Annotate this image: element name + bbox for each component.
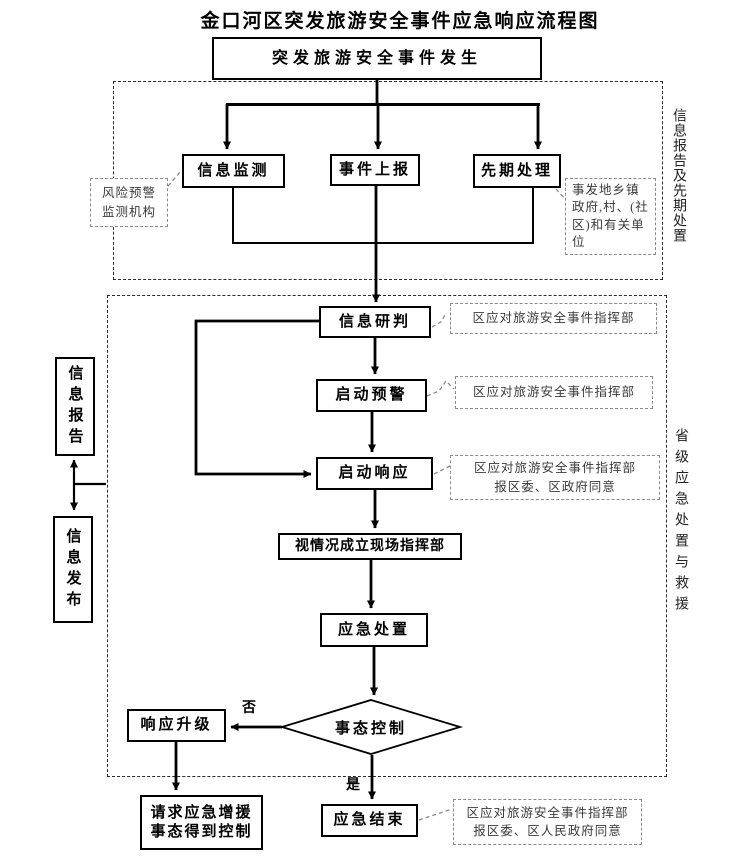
callout-hq-response-line2: 报区委、区政府同意 [494,479,616,494]
callout-risk-monitoring: 风险预警 监测机构 [90,178,168,227]
callout-local-government: 事发地乡镇 政府,村、(社 区)和有关单 位 [565,178,656,255]
callout-risk-monitoring-line1: 风险预警 [101,186,156,201]
callout-local-government-line3: 区)和有关单 [572,217,645,232]
branch-no-label: 否 [242,701,256,716]
node-info-report: 信息报告 [55,357,95,456]
node-initial-handling: 先期处理 [473,154,561,188]
callout-hq-response: 区应对旅游安全事件指挥部 报区委、区政府同意 [450,455,660,500]
node-activate-warning: 启动预警 [316,379,427,412]
callout-local-government-line1: 事发地乡镇 [572,182,640,197]
node-activate-response: 启动响应 [316,457,433,490]
node-info-monitoring: 信息监测 [182,154,285,188]
node-response-escalation: 响应升级 [127,709,226,742]
callout-risk-monitoring-line2: 监测机构 [101,204,156,219]
callout-hq-warning-label: 区应对旅游安全事件指挥部 [472,385,635,400]
phase1-label: 信息报告及先期处置 [671,108,686,243]
callout-local-government-line2: 政府,村、(社 [572,200,649,214]
node-emergency-disposal: 应急处置 [320,613,428,647]
callout-hq-info-analysis-label: 区应对旅游安全事件指挥部 [472,311,635,326]
callout-hq-info-analysis: 区应对旅游安全事件指挥部 [450,303,657,334]
node-emergency-end-label: 应急结束 [333,812,406,829]
node-emergency-end: 应急结束 [321,804,418,837]
node-onsite-command-label: 视情况成立现场指挥部 [295,538,445,554]
node-situation-control: 事态控制 [334,720,407,737]
node-incident-reporting-label: 事件上报 [338,161,411,178]
callout-hq-end: 区应对旅游安全事件指挥部 报区委、区人民政府同意 [453,799,642,845]
node-request-reinforcement-line1: 请求应急增援 [150,804,253,821]
node-start: 突发旅游安全事件发生 [212,37,542,80]
node-info-release: 信息发布 [53,516,93,623]
node-info-monitoring-label: 信息监测 [197,162,270,179]
node-incident-reporting: 事件上报 [330,154,420,186]
callout-hq-warning: 区应对旅游安全事件指挥部 [455,376,653,409]
node-request-reinforcement-line2: 事态得到控制 [150,823,253,840]
callout-hq-end-line1: 区应对旅游安全事件指挥部 [466,805,629,820]
page-title: 金口河区突发旅游安全事件应急响应流程图 [200,11,600,32]
node-response-escalation-label: 响应升级 [140,717,213,734]
node-onsite-command: 视情况成立现场指挥部 [278,533,462,560]
node-activate-response-label: 启动响应 [338,465,411,482]
node-emergency-disposal-label: 应急处置 [337,621,410,638]
node-info-analysis: 信息研判 [319,306,431,338]
callout-hq-response-line1: 区应对旅游安全事件指挥部 [473,461,636,476]
callout-local-government-line4: 位 [572,235,586,249]
section-phase2-border [107,295,667,777]
node-info-analysis-label: 信息研判 [338,313,411,330]
node-initial-handling-label: 先期处理 [480,162,553,179]
callout-hq-end-line2: 报区委、区人民政府同意 [473,824,622,838]
node-start-label: 突发旅游安全事件发生 [271,49,482,67]
phase2-label: 省级应急处置与救援 [673,428,688,617]
branch-yes-label: 是 [346,778,360,793]
node-request-reinforcement: 请求应急增援 事态得到控制 [140,795,263,850]
node-activate-warning-label: 启动预警 [335,387,408,404]
